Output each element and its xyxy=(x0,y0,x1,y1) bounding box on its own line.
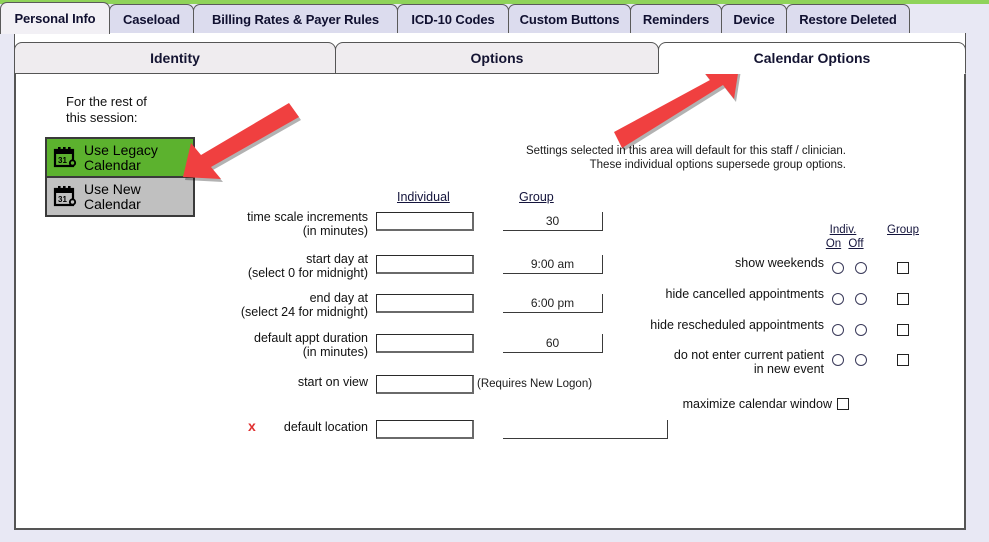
individual-input-default-appt-duration[interactable] xyxy=(376,334,474,353)
inner-tab-label: Options xyxy=(470,50,524,66)
field-label-end-day-at: end day at (select 24 for midnight) xyxy=(240,291,368,319)
session-label: For the rest of this session: xyxy=(66,94,147,125)
inner-tab-label: Calendar Options xyxy=(753,50,871,66)
inner-tab-label: Identity xyxy=(150,50,200,66)
checkbox-maximize-calendar-window[interactable] xyxy=(837,398,849,410)
group-checkbox-do-not-enter-current-patient[interactable] xyxy=(897,354,909,366)
outer-tab-label: Restore Deleted xyxy=(799,12,897,27)
calendar-icon: 31 xyxy=(53,146,79,170)
use-legacy-calendar-label: Use Legacy Calendar xyxy=(84,141,158,173)
inner-tab-calendar-options[interactable]: Calendar Options xyxy=(658,42,966,74)
use-new-calendar-button[interactable]: 31 Use New Calendar xyxy=(45,177,195,217)
radio-on-hide-rescheduled-appointments[interactable] xyxy=(832,324,844,336)
group-checkbox-hide-rescheduled-appointments[interactable] xyxy=(897,324,909,336)
inner-tab-options[interactable]: Options xyxy=(335,42,659,74)
option-label-show-weekends: show weekends xyxy=(735,256,824,270)
outer-tab-billing-rates-payer-rules[interactable]: Billing Rates & Payer Rules xyxy=(193,4,398,34)
options-header-off: Off xyxy=(848,238,864,250)
outer-tab-bar: Personal Info Caseload Billing Rates & Pay… xyxy=(0,2,989,34)
field-label-start-on-view: start on view xyxy=(297,375,368,389)
outer-tab-label: Personal Info xyxy=(14,11,96,26)
outer-tab-device[interactable]: Device xyxy=(721,4,787,34)
outer-tab-caseload[interactable]: Caseload xyxy=(109,4,194,34)
calendar-icon: 31 xyxy=(53,185,79,209)
options-header-group: Group xyxy=(887,224,919,236)
inner-tab-bar: Identity Options Calendar Options xyxy=(14,40,966,74)
field-hint-start-on-view: (Requires New Logon) xyxy=(477,378,593,390)
group-checkbox-hide-cancelled-appointments[interactable] xyxy=(897,293,909,305)
individual-input-default-location[interactable] xyxy=(376,420,474,439)
group-value-time-scale-increments: 30 xyxy=(503,212,603,231)
outer-tab-custom-buttons[interactable]: Custom Buttons xyxy=(508,4,631,34)
settings-info-note: Settings selected in this area will defa… xyxy=(525,145,846,171)
use-new-calendar-label: Use New Calendar xyxy=(84,180,141,212)
radio-on-hide-cancelled-appointments[interactable] xyxy=(832,293,844,305)
options-header-indiv: Indiv. xyxy=(829,224,857,236)
outer-tab-icd-10-codes[interactable]: ICD-10 Codes xyxy=(397,4,509,34)
group-value-default-location xyxy=(503,420,668,439)
outer-tab-label: Reminders xyxy=(642,12,710,27)
svg-text:31: 31 xyxy=(58,156,67,165)
option-label-hide-rescheduled-appointments: hide rescheduled appointments xyxy=(650,318,824,332)
field-label-time-scale-increments: time scale increments (in minutes) xyxy=(247,210,368,238)
individual-input-start-day-at[interactable] xyxy=(376,255,474,274)
field-label-default-location: default location xyxy=(283,420,368,434)
group-value-start-day-at: 9:00 am xyxy=(503,255,603,274)
outer-tab-personal-info[interactable]: Personal Info xyxy=(0,2,110,34)
group-value-default-appt-duration: 60 xyxy=(503,334,603,353)
column-header-individual: Individual xyxy=(397,190,450,204)
field-label-start-day-at: start day at (select 0 for midnight) xyxy=(247,252,368,280)
option-label-hide-cancelled-appointments: hide cancelled appointments xyxy=(665,287,824,301)
option-label-maximize-calendar-window: maximize calendar window xyxy=(682,397,832,411)
outer-tab-label: ICD-10 Codes xyxy=(411,12,495,27)
group-checkbox-show-weekends[interactable] xyxy=(897,262,909,274)
radio-off-show-weekends[interactable] xyxy=(855,262,867,274)
svg-text:31: 31 xyxy=(58,195,67,204)
top-accent-strip xyxy=(0,0,989,4)
required-marker-default-location: x xyxy=(248,418,256,434)
outer-tab-reminders[interactable]: Reminders xyxy=(630,4,722,34)
outer-tab-label: Custom Buttons xyxy=(519,12,620,27)
individual-input-end-day-at[interactable] xyxy=(376,294,474,313)
calendar-options-content: For the rest of this session: 31 Use Leg… xyxy=(15,72,965,529)
group-value-end-day-at: 6:00 pm xyxy=(503,294,603,313)
outer-tab-label: Caseload xyxy=(122,12,180,27)
radio-off-hide-cancelled-appointments[interactable] xyxy=(855,293,867,305)
outer-tab-restore-deleted[interactable]: Restore Deleted xyxy=(786,4,910,34)
radio-on-do-not-enter-current-patient[interactable] xyxy=(832,354,844,366)
field-label-default-appt-duration: default appt duration (in minutes) xyxy=(254,331,368,359)
options-header-on: On xyxy=(825,238,842,250)
use-legacy-calendar-button[interactable]: 31 Use Legacy Calendar xyxy=(45,137,195,177)
outer-tab-label: Device xyxy=(733,12,775,27)
individual-input-start-on-view[interactable] xyxy=(376,375,474,394)
option-label-do-not-enter-current-patient: do not enter current patient in new even… xyxy=(673,348,824,376)
inner-tab-identity[interactable]: Identity xyxy=(14,42,336,74)
radio-on-show-weekends[interactable] xyxy=(832,262,844,274)
outer-tab-label: Billing Rates & Payer Rules xyxy=(211,12,380,27)
radio-off-hide-rescheduled-appointments[interactable] xyxy=(855,324,867,336)
column-header-group: Group xyxy=(519,190,554,204)
individual-input-time-scale-increments[interactable] xyxy=(376,212,474,231)
radio-off-do-not-enter-current-patient[interactable] xyxy=(855,354,867,366)
